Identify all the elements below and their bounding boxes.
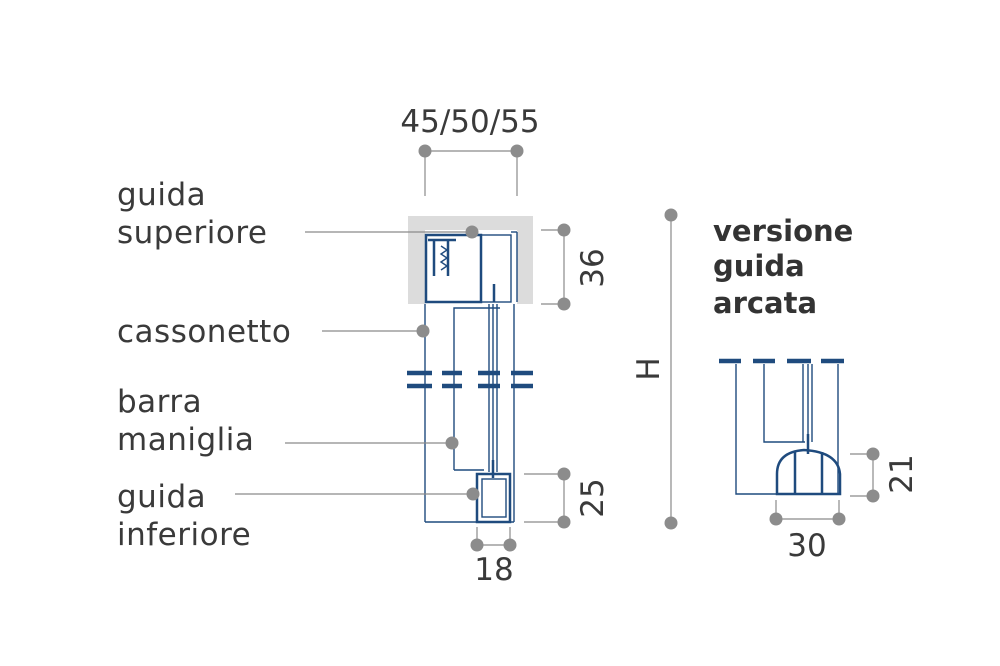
upper-guide-assembly [408,216,533,304]
label-barra-maniglia: barra maniglia [117,384,459,458]
arched-title-line3: arcata [713,286,817,320]
total-height-dimension: H [631,208,678,530]
lower-width-value: 18 [474,552,513,588]
label-guida-inferiore-line1: guida [117,479,206,515]
lower-height-value: 25 [575,478,611,517]
break-marks [407,370,533,389]
label-cassonetto-text: cassonetto [117,314,291,350]
label-guida-inferiore-line2: inferiore [117,517,251,553]
arched-version-title: versione guida arcata [713,214,853,320]
housing-box [408,216,533,304]
lower-guide [475,472,512,524]
label-guida-superiore-line2: superiore [117,215,268,251]
arched-title-line2: guida [713,249,805,283]
label-guida-superiore-line1: guida [117,177,206,213]
arch-height-value: 21 [884,454,920,493]
arch-width-value: 30 [787,528,826,564]
label-barra-maniglia-line1: barra [117,384,202,420]
arched-guide-drawing [719,358,844,496]
upper-height-value: 36 [575,248,611,287]
label-barra-maniglia-line2: maniglia [117,422,254,458]
top-width-dimension: 45/50/55 [400,104,540,196]
label-guida-superiore: guida superiore [117,177,479,251]
arch-width-dimension: 30 [769,500,846,564]
arch-height-dimension: 21 [850,447,920,503]
arched-title-line1: versione [713,214,853,248]
lower-height-dimension: 25 [524,467,611,529]
lower-width-dimension: 18 [470,527,517,588]
upper-height-dimension: 36 [541,223,611,311]
total-height-value: H [631,357,667,380]
label-cassonetto: cassonetto [117,314,430,350]
label-guida-inferiore: guida inferiore [117,479,480,553]
top-width-value: 45/50/55 [400,104,539,140]
